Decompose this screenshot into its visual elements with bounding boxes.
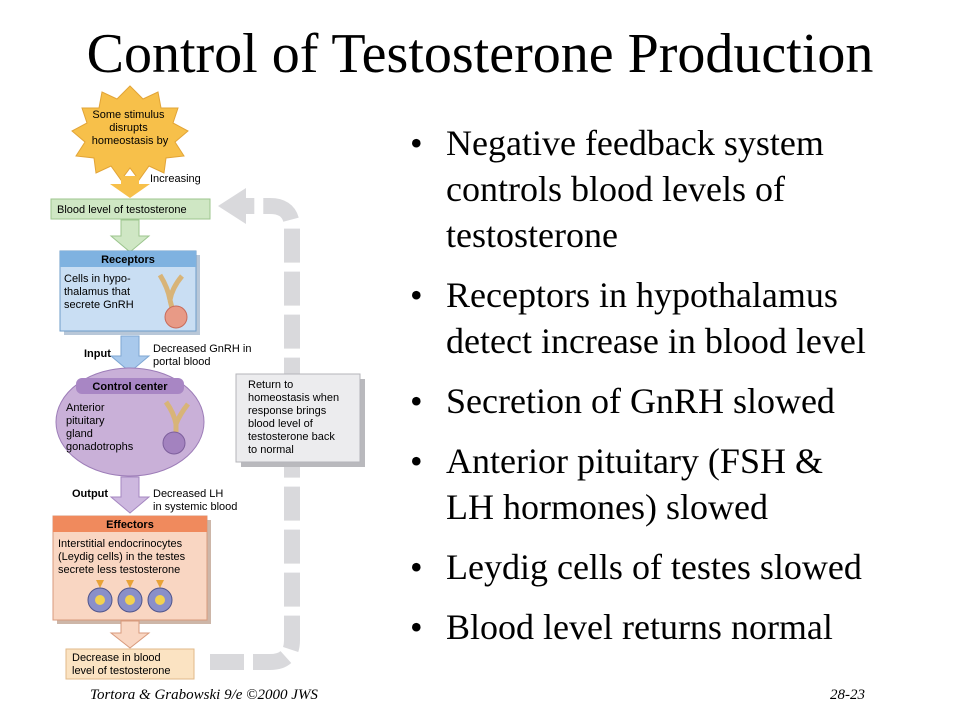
bullet-line: testosterone <box>446 215 618 255</box>
decrease-text: Decrease in blood level of testosterone <box>72 652 170 677</box>
gonadotroph-icon <box>162 400 190 455</box>
bullet-item: • Negative feedback system controls blood … <box>410 120 955 258</box>
bullet-dot-icon: • <box>410 123 423 163</box>
arrow-input <box>109 335 151 373</box>
bullet-line: Secretion of GnRH slowed <box>446 381 835 421</box>
footer-citation: Tortora & Grabowski 9/e ©2000 JWS <box>90 687 318 703</box>
bullet-dot-icon: • <box>410 275 423 315</box>
blood-level-text: Blood level of testosterone <box>57 204 187 216</box>
return-note-box <box>235 373 361 463</box>
bullet-line: Receptors in hypothalamus <box>446 275 838 315</box>
bullet-item: • Anterior pituitary (FSH & LH hormones) s… <box>410 438 955 530</box>
bullet-list: • Negative feedback system controls blood … <box>410 120 955 664</box>
leydig-cells-icon <box>87 580 173 613</box>
arrow-to-decrease <box>109 620 151 649</box>
bullet-dot-icon: • <box>410 441 423 481</box>
bullet-line: LH hormones) slowed <box>446 487 768 527</box>
receptors-title: Receptors <box>101 254 155 266</box>
neuron-icon <box>157 273 188 329</box>
increasing-label: Increasing <box>150 173 201 185</box>
bullet-line: Anterior pituitary (FSH & <box>446 441 823 481</box>
bullet-line: Blood level returns normal <box>446 607 833 647</box>
arrow-increasing <box>110 176 150 198</box>
bullet-item: • Secretion of GnRH slowed <box>410 378 955 424</box>
receptors-text: Cells in hypo- thalamus that secrete GnR… <box>64 273 134 311</box>
return-note-text: Return to homeostasis when response brin… <box>248 379 342 456</box>
effectors-title: Effectors <box>106 519 154 531</box>
bullet-dot-icon: • <box>410 607 423 647</box>
bullet-dot-icon: • <box>410 381 423 421</box>
output-note: Decreased LH in systemic blood <box>153 488 237 513</box>
effectors-text: Interstitial endocrinocytes (Leydig cell… <box>58 538 188 576</box>
control-center-text: Anterior pituitary gland gonadotrophs <box>66 402 134 453</box>
control-center-title: Control center <box>92 381 168 393</box>
footer-slide-number: 28-23 <box>830 687 865 703</box>
arrow-to-receptors <box>109 219 151 253</box>
bullet-item: • Blood level returns normal <box>410 604 955 650</box>
bullet-item: • Receptors in hypothalamus detect increas… <box>410 272 955 364</box>
bullet-dot-icon: • <box>410 547 423 587</box>
effectors-title-bar <box>53 516 207 532</box>
bullet-line: controls blood levels of <box>446 169 785 209</box>
bullet-line: detect increase in blood level <box>446 321 866 361</box>
slide-title: Control of Testosterone Production <box>86 23 874 85</box>
control-center-title-bar <box>76 378 184 394</box>
arrow-output <box>109 476 151 514</box>
feedback-arrowhead <box>218 188 246 224</box>
input-note: Decreased GnRH in portal blood <box>153 343 255 368</box>
bullet-line: Negative feedback system <box>446 123 824 163</box>
stimulus-text: Some stimulus disrupts homeostasis by <box>92 109 169 147</box>
bullet-item: • Leydig cells of testes slowed <box>410 544 955 590</box>
blood-level-box <box>50 198 211 220</box>
input-label: Input <box>84 348 111 360</box>
bullet-line: Leydig cells of testes slowed <box>446 547 862 587</box>
receptors-title-bar <box>60 251 196 267</box>
stimulus-starburst <box>71 85 189 181</box>
decrease-box <box>65 648 195 680</box>
output-label: Output <box>72 488 108 500</box>
